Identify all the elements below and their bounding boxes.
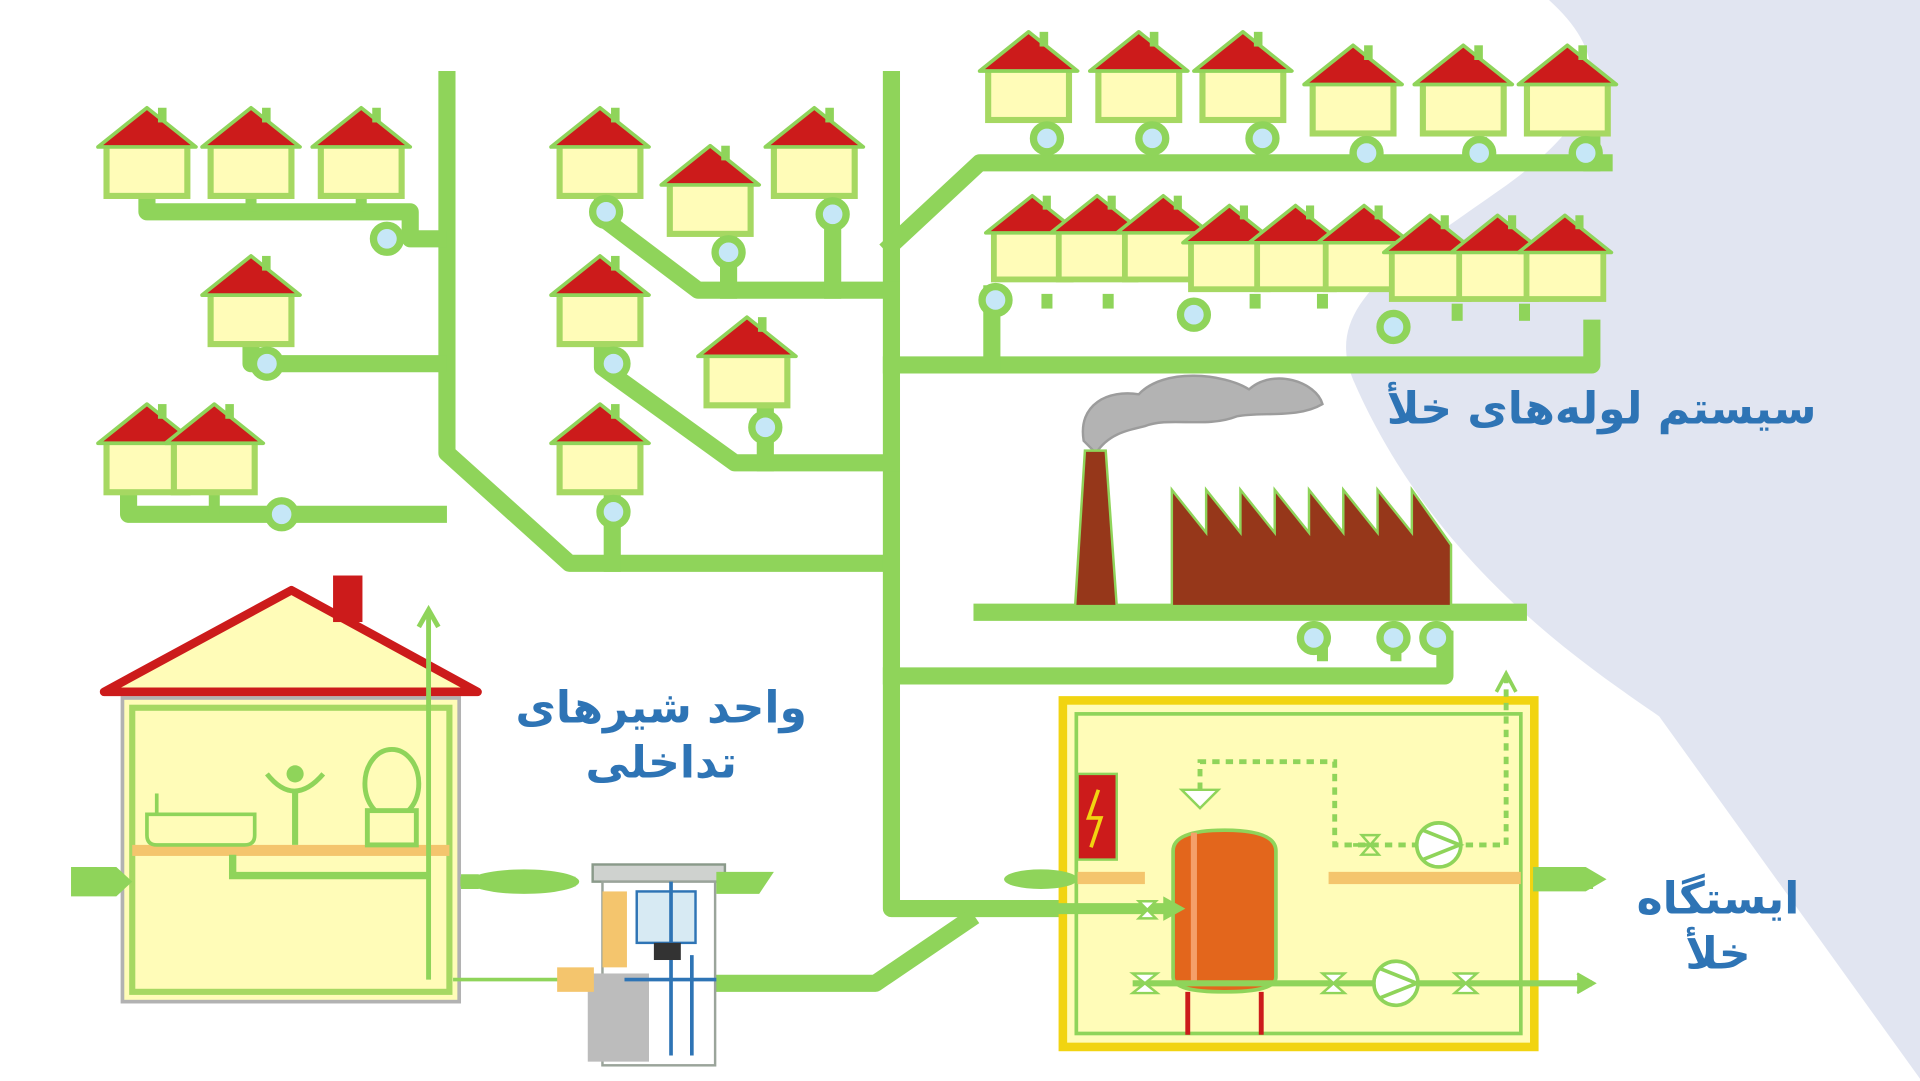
house-icon bbox=[98, 108, 196, 196]
valve-icon bbox=[600, 350, 627, 377]
house-icon bbox=[1414, 45, 1512, 133]
valve-icon bbox=[1466, 140, 1493, 167]
valve-icon bbox=[982, 287, 1009, 314]
valve-icon bbox=[1572, 140, 1599, 167]
valve-pit-icon bbox=[557, 863, 774, 1067]
valve-icon bbox=[1180, 301, 1207, 328]
building-cross-section bbox=[71, 575, 580, 1004]
house-icon bbox=[1194, 32, 1292, 120]
valve-icon bbox=[715, 239, 742, 266]
house-icon bbox=[698, 317, 796, 405]
label-vacuum-pipe-system: سیستم لوله‌های خلأ bbox=[1386, 384, 1817, 435]
electrical-panel-icon bbox=[1076, 772, 1118, 861]
valve-icon bbox=[1139, 125, 1166, 152]
valve-icon bbox=[1249, 125, 1276, 152]
house-icon bbox=[1090, 32, 1188, 120]
label-vacuum-station: ایستگاه خلأ bbox=[1614, 872, 1822, 982]
house-icon bbox=[551, 404, 649, 492]
sink-icon bbox=[265, 765, 326, 845]
vacuum-tank-icon bbox=[1171, 828, 1278, 1035]
valve-icon bbox=[819, 201, 846, 228]
valve-icon bbox=[593, 198, 620, 225]
valve-icon bbox=[373, 225, 400, 252]
house-icon bbox=[765, 108, 863, 196]
vacuum-station bbox=[1004, 669, 1607, 1052]
house-icon bbox=[202, 256, 300, 344]
valve-icon bbox=[1033, 125, 1060, 152]
bathtub-icon bbox=[145, 812, 257, 847]
vacuum-pipe-network bbox=[108, 71, 1613, 992]
house-icon bbox=[1304, 45, 1402, 133]
valve-icon bbox=[268, 501, 295, 528]
label-vacuum-station-line1: ایستگاه bbox=[1636, 874, 1800, 925]
label-interface-valve-unit-line2: تداخلی bbox=[585, 738, 737, 789]
house-icon bbox=[551, 256, 649, 344]
valve-icon bbox=[1423, 624, 1450, 651]
valve-icon bbox=[600, 498, 627, 525]
label-interface-valve-unit-line1: واحد شیرهای bbox=[515, 683, 807, 734]
pump-icon bbox=[1414, 821, 1465, 869]
chimney-icon bbox=[1073, 449, 1119, 608]
house-icon bbox=[202, 108, 300, 196]
smoke-icon bbox=[1081, 374, 1324, 455]
label-interface-valve-unit: واحد شیرهای تداخلی bbox=[484, 681, 839, 791]
house-icon bbox=[551, 108, 649, 196]
factory-icon bbox=[1073, 374, 1453, 608]
house-icon bbox=[165, 404, 263, 492]
valve-icon bbox=[752, 414, 779, 441]
house-icon bbox=[661, 146, 759, 234]
valve-icon bbox=[253, 350, 280, 377]
valve-icon bbox=[1380, 313, 1407, 340]
pump-icon bbox=[1372, 959, 1422, 1008]
toilet-icon bbox=[362, 746, 422, 848]
house-icon bbox=[312, 108, 410, 196]
valve-icon bbox=[1353, 140, 1380, 167]
valve-icon bbox=[1380, 624, 1407, 651]
house-icon bbox=[980, 32, 1078, 120]
label-vacuum-station-line2: خلأ bbox=[1685, 929, 1751, 980]
valve-icon bbox=[1300, 624, 1327, 651]
